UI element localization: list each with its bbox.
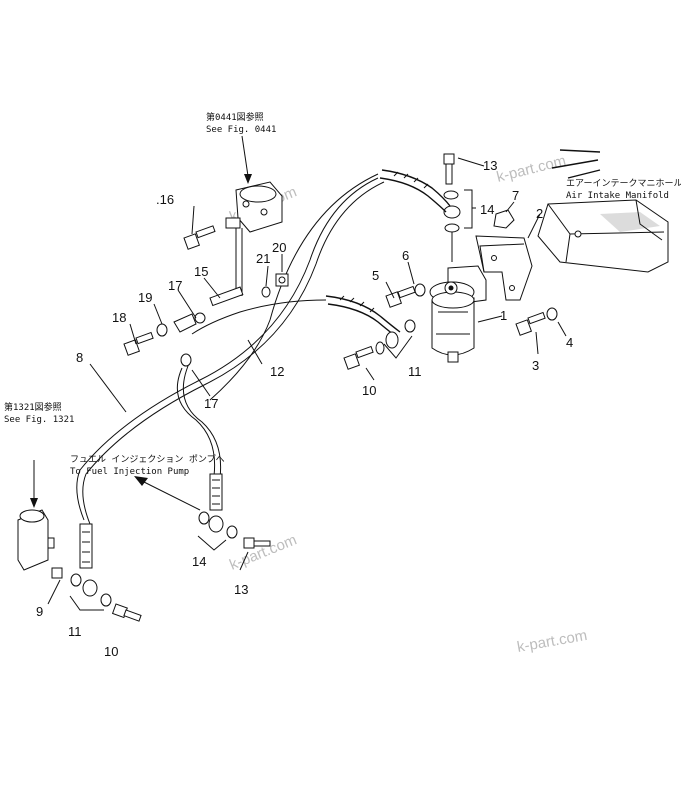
clamp-group: [123, 286, 244, 367]
callout-4: 4: [566, 335, 573, 350]
callout-11-middle: 11: [408, 364, 422, 379]
bolt-20-21: [261, 273, 289, 298]
fuel-pipe-long: [76, 177, 385, 525]
callouts: 13 14 7 2 1 3 4 6 5 10 11 .16 20 21 15 1…: [36, 158, 573, 659]
reference-notes: 第0441図参照 See Fig. 0441 第1321図参照 See Fig.…: [4, 111, 681, 477]
watermarks: k-part.com k-part.com k-part.com k-part.…: [227, 152, 588, 656]
leader-lines: [47, 157, 567, 605]
callout-11-lower: 11: [68, 624, 82, 639]
fig1321-note-en: See Fig. 1321: [4, 415, 74, 425]
fig0441-note-en: See Fig. 0441: [206, 125, 276, 135]
hose-end-lower: [197, 473, 271, 551]
nut-7: [493, 209, 515, 229]
callout-6: 6: [402, 248, 409, 263]
callout-1: 1: [500, 308, 507, 323]
arrow-to-pump: [134, 476, 201, 511]
callout-14-upper: 14: [480, 202, 494, 217]
hose-middle: [191, 295, 401, 339]
pump-note-jp: フュエル インジェクション ポンプへ: [70, 454, 225, 465]
watermark: k-part.com: [227, 531, 299, 573]
callout-13-lower: 13: [234, 582, 248, 597]
air-intake-manifold: [537, 149, 669, 273]
callout-7: 7: [512, 188, 519, 203]
callout-20: 20: [272, 240, 286, 255]
callout-16: .16: [156, 192, 174, 207]
callout-8: 8: [76, 350, 83, 365]
bolt-10-middle: [343, 319, 416, 370]
callout-17-lower: 17: [204, 396, 218, 411]
callout-15: 15: [194, 264, 208, 279]
bracket: [475, 235, 533, 301]
callout-21: 21: [256, 251, 270, 266]
pipe-to-pump: [176, 365, 222, 479]
bolt-16: [183, 225, 216, 250]
callout-18: 18: [112, 310, 126, 325]
watermark: k-part.com: [495, 152, 568, 186]
hose-end-left: [69, 523, 142, 622]
callout-14-lower: 14: [192, 554, 206, 569]
watermark: k-part.com: [516, 627, 589, 656]
callout-19: 19: [138, 290, 152, 305]
callout-13-upper: 13: [483, 158, 497, 173]
banjo-bolt-upper: [443, 153, 461, 262]
callout-3: 3: [532, 358, 539, 373]
fig0441-note-jp: 第0441図参照: [206, 111, 264, 123]
manifold-note-en: Air Intake Manifold: [566, 191, 669, 201]
injection-pump-fitting: [17, 460, 63, 579]
bolt-5: [385, 283, 426, 308]
fig1321-note-jp: 第1321図参照: [4, 401, 62, 413]
callout-12: 12: [270, 364, 284, 379]
callout-2: 2: [536, 206, 543, 221]
callout-17-upper: 17: [168, 278, 182, 293]
callout-10-lower: 10: [104, 644, 118, 659]
callout-9: 9: [36, 604, 43, 619]
pump-note-en: To Fuel Injection Pump: [70, 467, 189, 477]
manifold-note-jp: エアーインテークマニホールド: [566, 178, 681, 189]
callout-10-middle: 10: [362, 383, 376, 398]
bolt-3-washer-4: [515, 307, 558, 336]
callout-5: 5: [372, 268, 379, 283]
fig0441-fitting: [225, 135, 283, 296]
fuel-filter: [429, 265, 487, 363]
hose-upper: [209, 169, 451, 401]
